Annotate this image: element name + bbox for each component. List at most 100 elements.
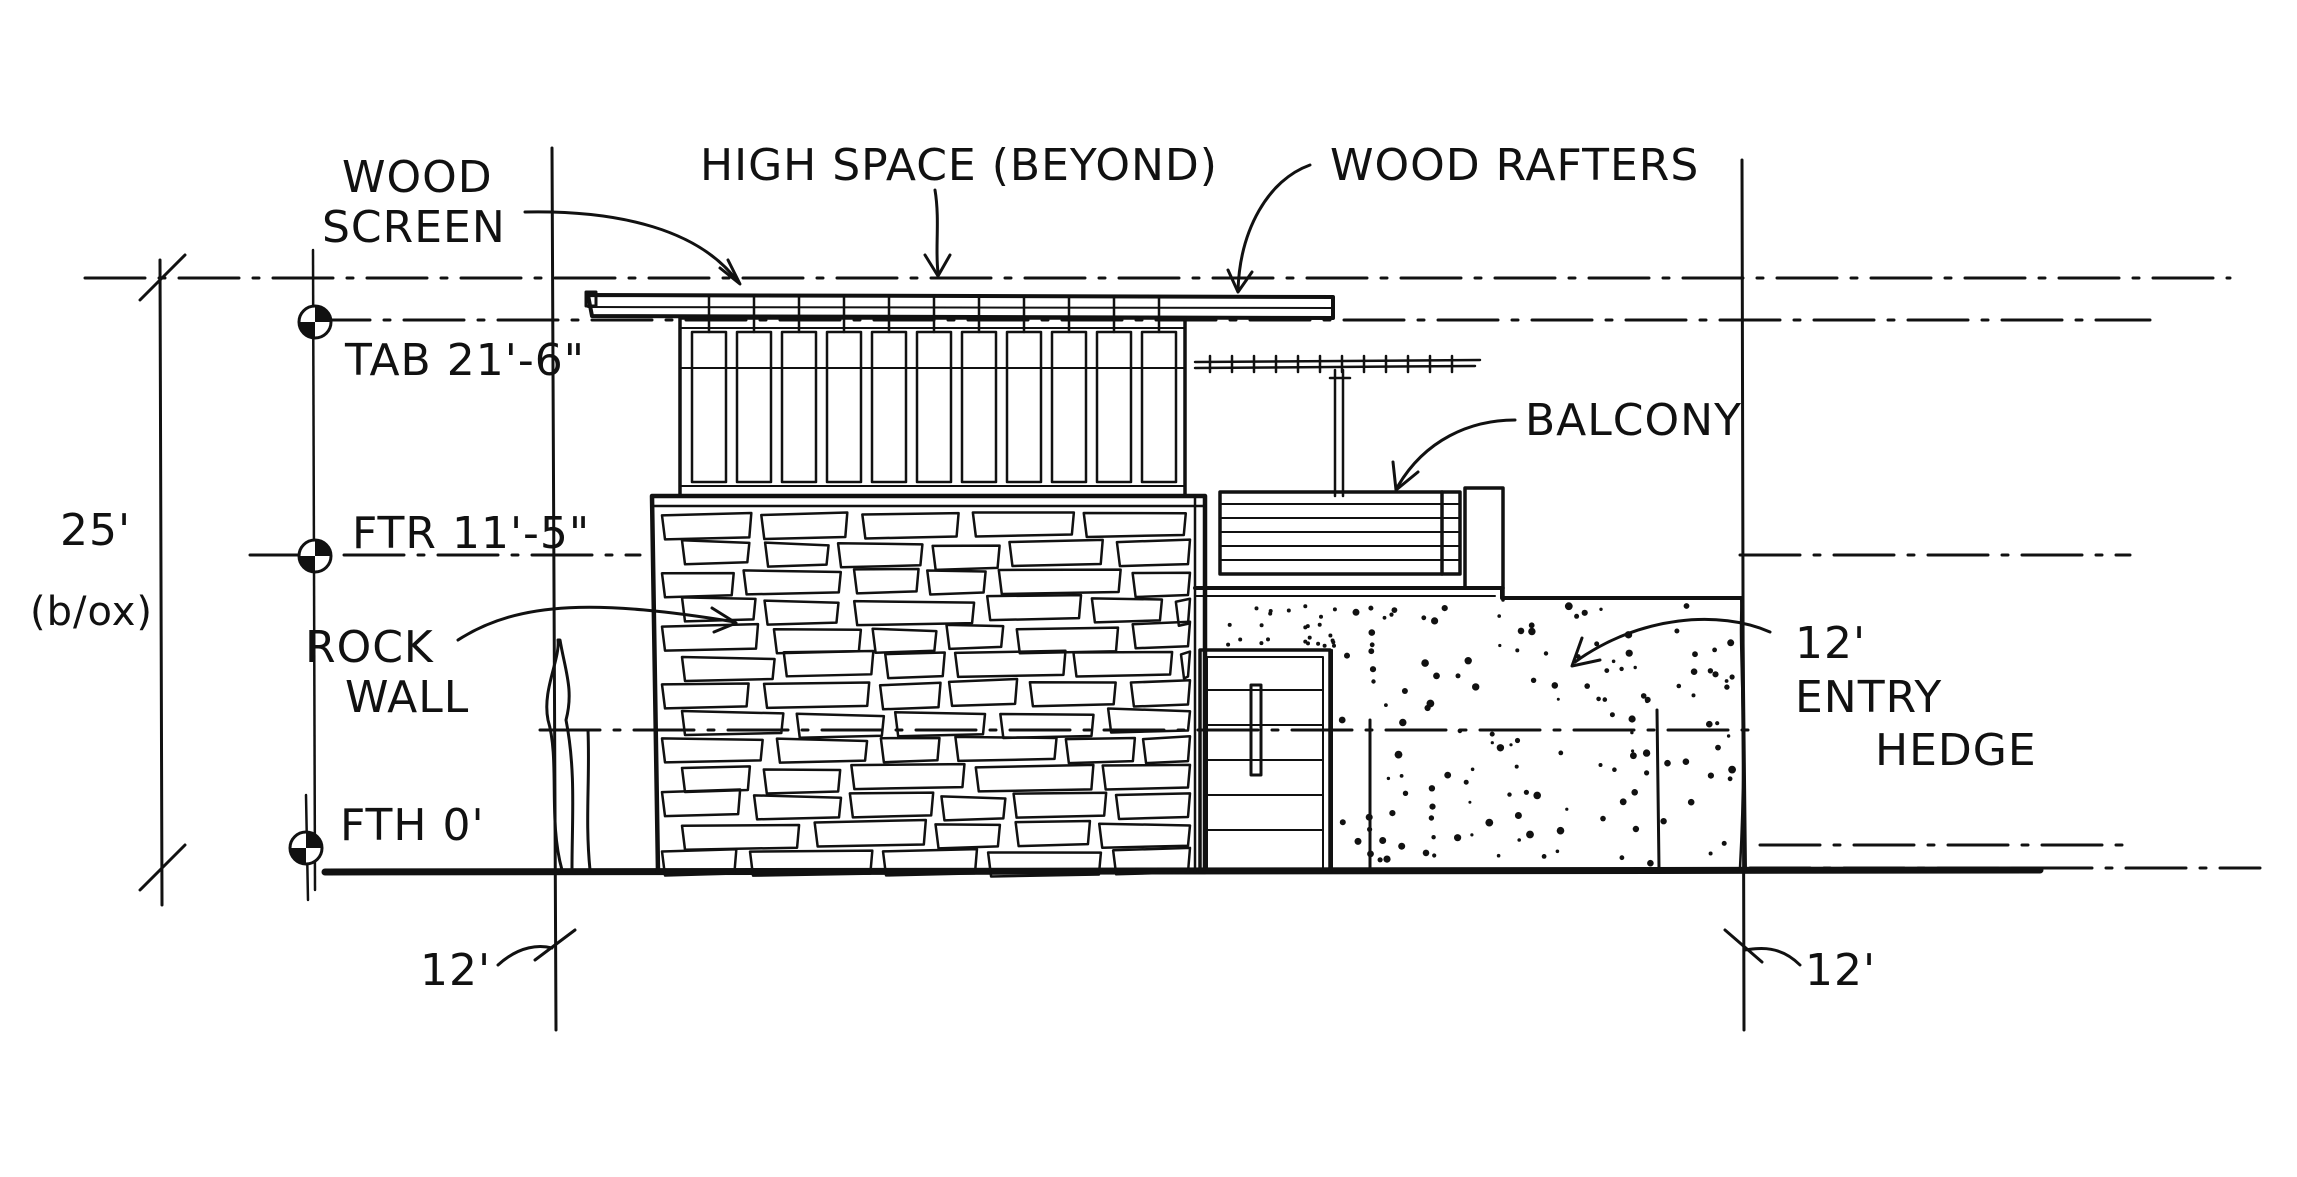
dimension-left-setback: 12': [420, 945, 491, 996]
stone: [940, 795, 1007, 822]
stucco-dot: [1604, 668, 1610, 673]
stucco-dot: [1468, 800, 1472, 804]
stucco-dot: [1543, 651, 1549, 656]
stone: [762, 768, 842, 795]
stone: [985, 593, 1083, 622]
stone: [660, 682, 750, 710]
stucco-dot: [1259, 623, 1264, 628]
stucco-dot: [1691, 693, 1696, 698]
stone: [1028, 681, 1117, 708]
stucco-dot: [1574, 613, 1580, 619]
stone: [1101, 763, 1192, 791]
dimension-height-note: (b/ox): [30, 589, 153, 635]
left-shrub: [545, 638, 592, 872]
stucco-dot: [1630, 730, 1634, 735]
stucco-dot: [1612, 767, 1617, 772]
stone: [931, 544, 1001, 572]
stucco-dot: [1528, 622, 1535, 629]
screen-slat: [780, 330, 818, 484]
stucco-dot: [1303, 639, 1308, 644]
stone: [1106, 707, 1192, 734]
stucco-dot: [1708, 851, 1713, 856]
stucco-dot: [1352, 608, 1360, 616]
stone: [1015, 626, 1120, 655]
stucco-dot: [1715, 721, 1720, 726]
stucco-dot: [1399, 718, 1407, 727]
stucco-dot: [1317, 622, 1322, 627]
screen-slats: [690, 294, 1178, 484]
stucco-dot: [1692, 651, 1698, 658]
level-marker-ftr: [297, 538, 333, 574]
stucco-dot: [1602, 697, 1608, 702]
label-rock-wall-line1: ROCK: [305, 622, 434, 673]
stone: [1014, 819, 1092, 848]
stucco-dot: [1517, 838, 1521, 842]
stone: [660, 788, 742, 818]
stucco-dot: [1303, 604, 1308, 609]
label-wood-rafters: WOOD RAFTERS: [1330, 140, 1699, 191]
stucco-dot: [1421, 615, 1427, 621]
level-label-fth: FTH 0': [340, 800, 485, 851]
stucco-dot: [1369, 642, 1375, 648]
stone: [763, 599, 840, 626]
screen-slat: [690, 330, 728, 484]
stone: [884, 651, 946, 680]
stone: [813, 818, 928, 848]
stone: [953, 649, 1067, 679]
stucco-dot: [1631, 749, 1635, 753]
stucco-dot: [1600, 815, 1606, 822]
stucco-dot: [1338, 716, 1346, 724]
stucco-dot: [1421, 659, 1429, 667]
stone: [660, 571, 735, 599]
stone: [848, 791, 935, 819]
stucco-dot: [1254, 606, 1259, 611]
stucco-dot: [1379, 837, 1387, 844]
screen-slat: [1095, 330, 1133, 484]
stucco-dot: [1226, 642, 1231, 647]
stucco-dot: [1664, 759, 1671, 767]
stucco-dot: [1514, 737, 1521, 744]
stone: [1082, 511, 1188, 539]
dimension-height: 25': [60, 505, 131, 556]
stone: [1131, 571, 1192, 599]
stucco-dot: [1464, 657, 1472, 665]
stucco-dot: [1266, 637, 1270, 642]
screen-slat: [825, 330, 863, 484]
stucco-dot: [1426, 699, 1435, 708]
stone: [660, 622, 760, 652]
stucco-dot: [1386, 776, 1391, 781]
stucco-dot: [1619, 666, 1624, 672]
stone: [986, 851, 1103, 878]
stucco-dot: [1377, 857, 1383, 863]
stucco-dot: [1551, 682, 1559, 689]
stone: [748, 849, 874, 877]
stone: [742, 569, 843, 596]
stucco-dot: [1631, 789, 1638, 796]
stucco-dot: [1497, 614, 1501, 618]
label-entry-hedge-line2: ENTRY: [1795, 672, 1942, 723]
stucco-dot: [1721, 840, 1727, 846]
label-rock-wall-line2: WALL: [345, 672, 469, 723]
stucco-dot: [1528, 627, 1536, 636]
stucco-dot: [1319, 614, 1323, 619]
stucco-dot: [1726, 734, 1731, 738]
stone: [1064, 736, 1137, 765]
stucco-dot: [1712, 671, 1719, 678]
stucco-dot: [1619, 855, 1625, 861]
stone: [971, 511, 1076, 538]
stone: [947, 677, 1019, 708]
height-dimension: [138, 253, 187, 907]
stucco-dot: [1660, 818, 1667, 825]
stucco-dot: [1441, 605, 1448, 612]
stone: [974, 763, 1095, 793]
stucco-dot: [1332, 643, 1336, 648]
stucco-dot: [1457, 728, 1463, 734]
stone: [660, 737, 764, 764]
stucco-dot: [1498, 643, 1502, 648]
roof-rafters: [584, 290, 1335, 320]
label-wood-screen-line2: SCREEN: [322, 202, 506, 253]
screen-slat: [1140, 330, 1178, 484]
stucco-dot: [1382, 615, 1387, 620]
stucco-dot: [1683, 603, 1690, 609]
stucco-dot: [1328, 633, 1333, 638]
